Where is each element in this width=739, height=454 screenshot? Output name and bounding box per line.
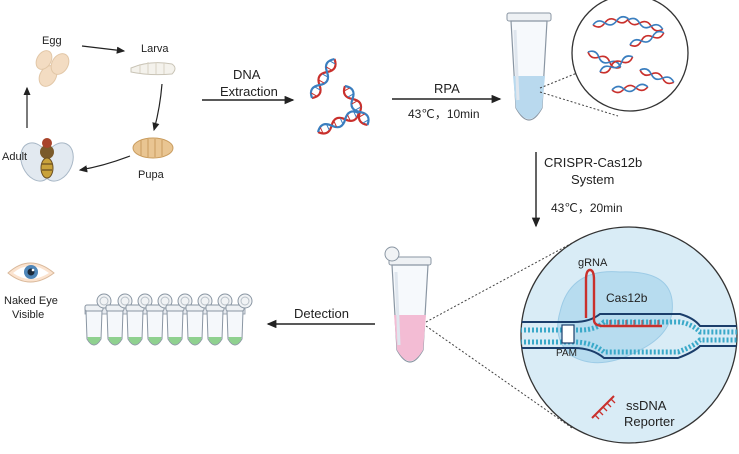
mechanism-circle: gRNA Cas12b PAM ssDNA Reporter (520, 226, 738, 444)
grna-strand (584, 268, 662, 328)
pam-label: PAM (556, 348, 577, 359)
ssdna-reporter-icon (591, 395, 616, 420)
dna-extraction-label-line2: Extraction (220, 84, 278, 99)
reporter-label-line1: ssDNA (626, 398, 667, 413)
reaction-tube-icon (384, 246, 432, 363)
crispr-label-line1: CRISPR-Cas12b (544, 155, 642, 170)
amplicon-circle (571, 0, 689, 112)
adult-label: Adult (2, 151, 27, 163)
naked-eye-line2: Visible (12, 309, 44, 321)
pupa-icon (132, 137, 174, 159)
reporter-label-line2: Reporter (624, 414, 675, 429)
rpa-label: RPA (434, 81, 460, 96)
egg-label: Egg (42, 35, 62, 47)
egg-icon (35, 50, 70, 87)
tube-icon (506, 12, 552, 121)
life-cycle: Egg Larva Pupa Adult (2, 35, 176, 182)
larva-label: Larva (141, 43, 169, 55)
naked-eye-line1: Naked Eye (4, 295, 58, 307)
eye-icon (7, 262, 55, 283)
larva-icon (130, 62, 176, 76)
tube-strip (84, 293, 253, 346)
pupa-label: Pupa (138, 169, 165, 181)
crispr-label-line2: System (571, 172, 614, 187)
fly-icon (20, 138, 74, 182)
cas12b-label: Cas12b (606, 291, 648, 305)
detection-label: Detection (294, 306, 349, 321)
pam-site (561, 324, 575, 344)
rpa-conditions: 43℃，10min (408, 107, 480, 121)
dna-extraction-label-line1: DNA (233, 67, 261, 82)
grna-label: gRNA (578, 257, 608, 269)
dna-helix-icon (307, 55, 373, 138)
crispr-conditions: 43℃，20min (551, 201, 623, 215)
